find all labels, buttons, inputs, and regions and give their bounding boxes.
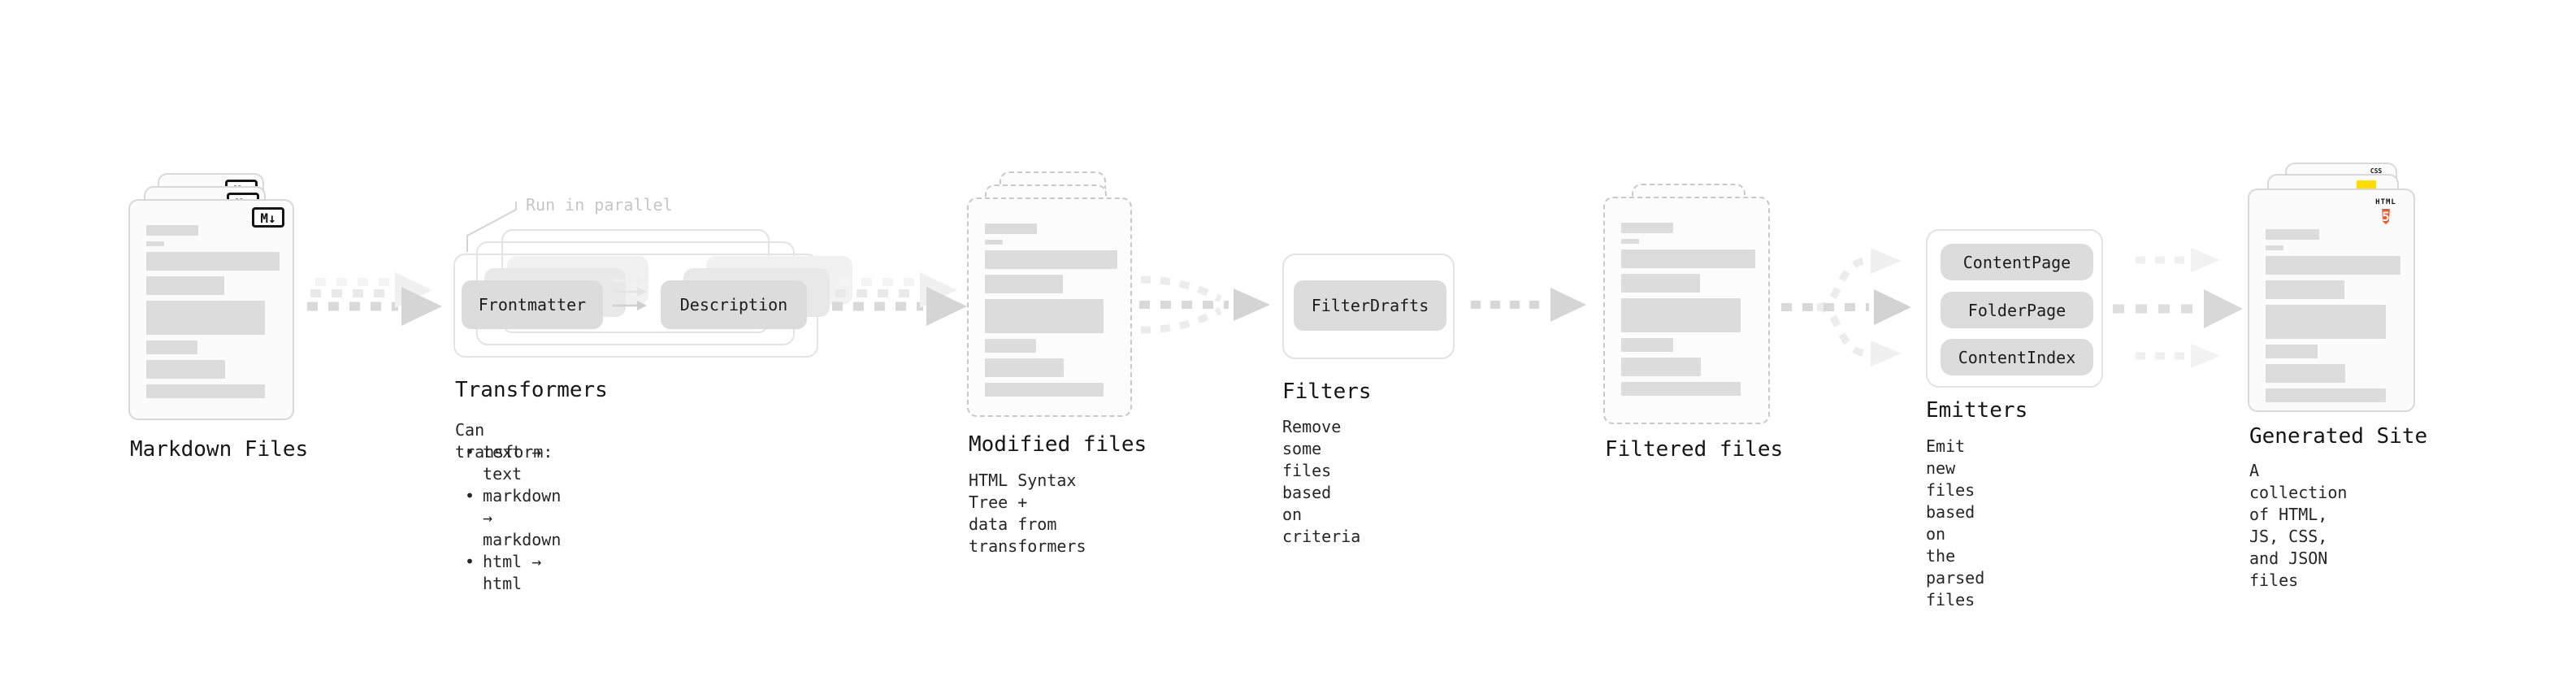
- file-card-front: [967, 197, 1132, 417]
- modified-files-description: HTML Syntax Tree + data from transformer…: [969, 471, 1086, 556]
- parallel-arrows-icon: [613, 275, 647, 310]
- html5-shield: 5: [2382, 209, 2390, 224]
- bullet-text: html → html: [483, 552, 542, 593]
- emit-arrows: [2113, 248, 2243, 368]
- flow-arrow-stacked: [307, 272, 442, 326]
- flow-arrow-stacked: [832, 272, 967, 326]
- file-card-front: M↓: [128, 199, 294, 420]
- bullet-item: • html → html: [465, 551, 561, 595]
- css3-icon: CSS: [2365, 168, 2387, 175]
- filtered-files-label: Filtered files: [1605, 437, 1784, 462]
- bullet-item: • markdown → markdown: [465, 485, 561, 551]
- modified-files-label: Modified files: [969, 432, 1147, 457]
- css-badge-text: CSS: [2370, 167, 2383, 175]
- file-card-front-html: HTML 5: [2248, 189, 2415, 412]
- bullet-item: • text → text: [465, 441, 561, 485]
- emitters-description: Emit new files based on the parsed files: [1926, 436, 1985, 609]
- filter-drafts-chip: FilterDrafts: [1294, 280, 1446, 331]
- emitters-box: ContentPage FolderPage ContentIndex: [1926, 229, 2103, 388]
- filters-box: FilterDrafts: [1282, 254, 1455, 359]
- filters-label: Filters: [1282, 380, 1372, 404]
- emitters-label: Emitters: [1926, 398, 2028, 423]
- flow-arrow-single: [1471, 288, 1586, 322]
- text-placeholder-bars: [146, 225, 280, 398]
- transformer-frontmatter-chip: Frontmatter: [462, 280, 603, 329]
- generated-site-label: Generated Site: [2249, 424, 2428, 449]
- emitter-contentindex-chip: ContentIndex: [1941, 339, 2093, 375]
- html5-icon: HTML 5: [2368, 198, 2404, 228]
- text-placeholder-bars: [1621, 223, 1755, 396]
- transformers-desc-title: Can transform:: [455, 420, 553, 462]
- text-placeholder-bars: [2266, 229, 2400, 402]
- filters-description: Remove some files based on criteria: [1282, 417, 1361, 546]
- bullet-text: text → text: [483, 442, 542, 484]
- bullet-dot: •: [465, 442, 475, 462]
- text-placeholder-bars: [985, 223, 1117, 397]
- markdown-files-label: Markdown Files: [130, 437, 309, 462]
- html5-badge-text: HTML: [2375, 198, 2396, 206]
- markdown-icon: M↓: [252, 207, 284, 228]
- bullet-text: markdown → markdown: [483, 486, 562, 549]
- converge-arrow: [1139, 275, 1270, 334]
- file-card-front: [1603, 197, 1770, 424]
- callout-line: [466, 202, 517, 252]
- bullet-dot: •: [465, 552, 475, 571]
- js-icon: [2357, 180, 2376, 190]
- transformer-description-chip: Description: [661, 280, 807, 329]
- diverge-arrows: [1781, 248, 1911, 367]
- bullet-dot: •: [465, 486, 475, 505]
- emitter-folderpage-chip: FolderPage: [1941, 292, 2093, 328]
- transformers-label: Transformers: [455, 378, 608, 402]
- emitter-contentpage-chip: ContentPage: [1941, 244, 2093, 280]
- run-in-parallel-label: Run in parallel: [526, 195, 673, 215]
- transformers-bullet-list: • text → text • markdown → markdown • ht…: [465, 441, 561, 595]
- generated-site-description: A collection of HTML, JS, CSS, and JSON …: [2249, 461, 2348, 590]
